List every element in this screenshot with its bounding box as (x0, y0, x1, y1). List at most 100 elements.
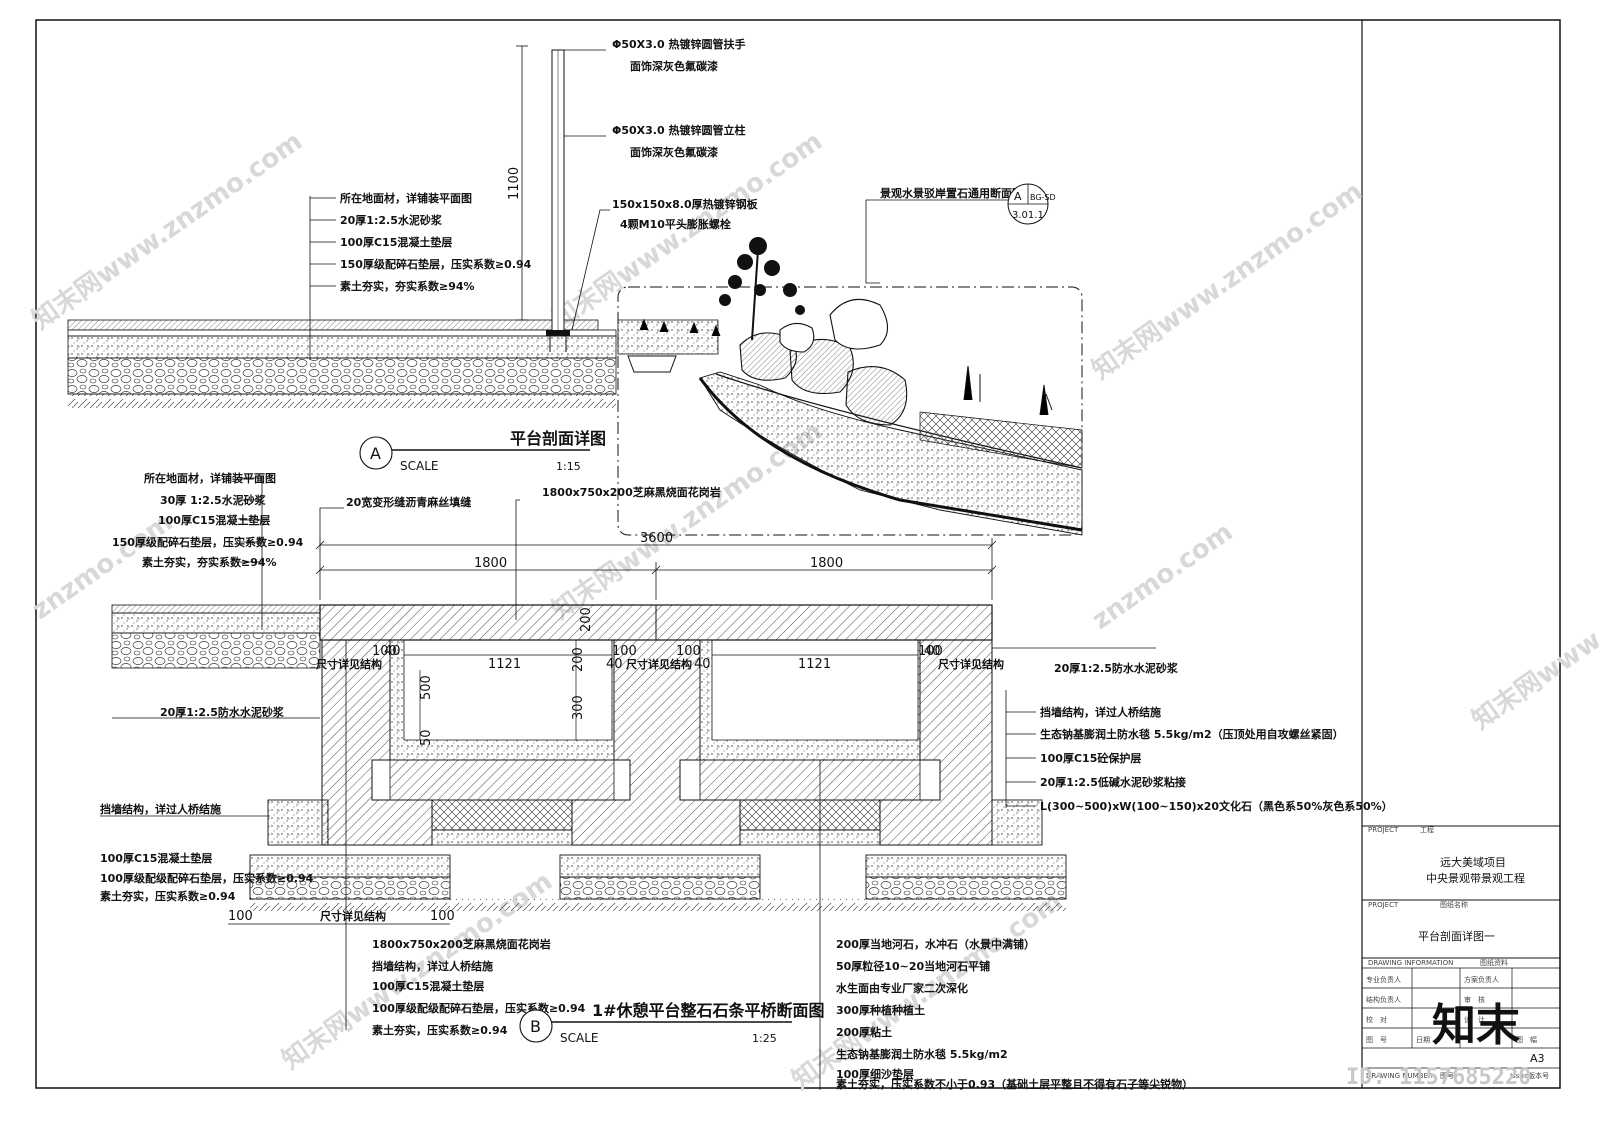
a-mortar (67, 329, 617, 337)
detail-a: 1100 Φ50X3.0 热镀锌圆管扶手 面饰深灰色氟碳漆 Φ50X3.0 热镀… (67, 37, 1083, 536)
dim-gap-a1: 40 (384, 644, 401, 659)
landscape-rocks (739, 298, 908, 426)
dim-slab: 200 (579, 607, 594, 632)
a-paving (67, 319, 599, 331)
tb-drawing-en: PROJECT (1368, 901, 1399, 909)
br-note-5: 200厚粘土 (836, 1025, 892, 1039)
size-ref-2: 尺寸详见结构 (626, 657, 692, 671)
detail-a-scale: 1:15 (556, 460, 581, 473)
size-ref-3: 尺寸详见结构 (938, 657, 1004, 671)
a-layer-3: 100厚C15混凝土垫层 (340, 235, 452, 249)
dim-depth-200: 200 (571, 647, 586, 672)
tb-project-name-2: 中央景观带景观工程 (1426, 872, 1525, 885)
size-ref-1: 尺寸详见结构 (316, 657, 382, 671)
a-layer-1: 所在地面材，详铺装平面图 (340, 191, 472, 205)
ref-circle-code: BG-SD (1030, 193, 1056, 202)
corner-logo: 知末 (1432, 1000, 1520, 1051)
mortar-left: 20厚1:2.5防水水泥砂浆 (160, 705, 285, 719)
br-note-4: 300厚种植种植土 (836, 1003, 925, 1017)
dim-gap-b3: 100 (676, 644, 701, 659)
b-left-layer-5: 素土夯实，夯实系数≥94% (142, 555, 277, 569)
grass-icon (639, 318, 1053, 416)
dim-gap-b1: 100 (372, 644, 397, 659)
a-layer-5: 素土夯实，夯实系数≥94% (340, 279, 475, 293)
dim-gap-b2: 100 (612, 644, 637, 659)
dim-depth-500: 500 (419, 675, 434, 700)
dim-foot-right: 100 (430, 909, 455, 924)
a-soil (68, 394, 616, 408)
dim-depth-50: 50 (419, 729, 434, 746)
br-note-3: 水生面由专业厂家二次深化 (836, 981, 968, 995)
plate-note-2: 4颗M10平头膨胀螺栓 (620, 217, 731, 231)
bl-note-3: 100厚C15混凝土垫层 (372, 979, 484, 993)
tb-row-4a: 图 号 (1366, 1036, 1387, 1044)
tb-footer-cn: 图号 (1440, 1072, 1454, 1080)
plate-note-1: 150x150x8.0厚热镀锌钢板 (612, 197, 759, 211)
tb-row-1a: 专业负责人 (1366, 975, 1401, 984)
base-layer-3: 素土夯实，压实系数≥0.94 (100, 889, 236, 903)
b-dimensions-top (315, 538, 997, 600)
base-layer-1: 100厚C15混凝土垫层 (100, 851, 212, 865)
detail-b-circle (519, 1009, 553, 1043)
dim-foot-left: 100 (228, 909, 253, 924)
r-note-5: L(300~500)xW(100~150)x20文化石（黑色系50%灰色系50%… (1040, 799, 1393, 813)
retaining-left: 挡墙结构，详过人桥结施 (100, 802, 221, 816)
dim-depth-300: 300 (571, 695, 586, 720)
br-note-8: 素土夯实，压实系数不小于0.93（基础土层平整且不得有石子等尖锐物） (836, 1077, 1193, 1091)
tb-row-3c: 设 计 (1464, 1015, 1485, 1024)
tb-sheet-size: A3 (1530, 1052, 1545, 1065)
detail-a-scale-label: SCALE (400, 459, 438, 473)
r-note-2: 生态钠基膨润土防水毯 5.5kg/m2（压顶处用自攻螺丝紧固） (1040, 727, 1344, 741)
tb-issue: Issue版本号 (1510, 1071, 1549, 1080)
edge-channel (627, 355, 677, 373)
shrub-icon (719, 237, 805, 341)
tb-row-2a: 结构负责人 (1366, 995, 1401, 1004)
handrail-note-1: Φ50X3.0 热镀锌圆管扶手 (612, 37, 745, 51)
tb-row-4d: 图 幅 (1516, 1035, 1537, 1044)
base-layer-2: 100厚级配级配碎石垫层，压实系数≥0.94 (100, 871, 314, 885)
tb-row-3a: 校 对 (1366, 1015, 1387, 1024)
b-bottom-left-callouts: 1800x750x200芝麻黑烧面花岗岩 挡墙结构，详过人桥结施 100厚C15… (372, 937, 586, 1037)
post-note-1: Φ50X3.0 热镀锌圆管立柱 (612, 123, 745, 137)
dim-gap-a4: 40 (924, 644, 941, 659)
tb-project-en: PROJECT (1368, 826, 1399, 834)
joint-note: 20宽变形缝沥青麻丝填缝 (346, 495, 471, 509)
post-note-2: 面饰深灰色氟碳漆 (630, 145, 718, 159)
b-left-layer-4: 150厚级配碎石垫层，压实系数≥0.94 (112, 535, 304, 549)
tb-row-4c: 日期 (1416, 1036, 1430, 1044)
mortar-right: 20厚1:2.5防水水泥砂浆 (1054, 661, 1179, 675)
title-block: PROJECT 工程 远大美域项目 中央景观带景观工程 PROJECT 图纸名称… (1346, 825, 1560, 1090)
br-note-6: 生态钠基膨润土防水毯 5.5kg/m2 (836, 1047, 1008, 1061)
b-left-layer-2: 30厚 1:2.5水泥砂浆 (160, 493, 267, 507)
b-left-layer-callouts: 所在地面材，详铺装平面图 30厚 1:2.5水泥砂浆 100厚C15混凝土垫层 … (112, 471, 304, 569)
b-left-layer-1: 所在地面材，详铺装平面图 (144, 471, 276, 485)
tb-info-en: DRAWING INFORMATION (1368, 959, 1453, 967)
tb-info-cn: 图纸资料 (1480, 958, 1508, 967)
detail-b-scale-label: SCALE (560, 1031, 598, 1045)
bl-note-5: 素土夯实，压实系数≥0.94 (372, 1023, 508, 1037)
r-note-4: 20厚1:2.5低碱水泥砂浆粘接 (1040, 775, 1186, 789)
br-note-7: 100厚细沙垫层 (836, 1067, 914, 1081)
dim-inner-left: 1121 (488, 657, 521, 672)
a-layer-callouts: 所在地面材，详铺装平面图 20厚1:2.5水泥砂浆 100厚C15混凝土垫层 1… (310, 191, 532, 293)
r-note-1: 挡墙结构，详过人桥结施 (1040, 705, 1161, 719)
detail-a-circle (359, 436, 393, 470)
b-base-layers: 100厚C15混凝土垫层 100厚级配级配碎石垫层，压实系数≥0.94 素土夯实… (100, 851, 314, 903)
slab-note: 1800x750x200芝麻黑烧面花岗岩 (542, 485, 721, 499)
tb-row-2c: 审 核 (1464, 995, 1485, 1004)
dim-inner-right: 1121 (798, 657, 831, 672)
dim-half-left: 1800 (474, 556, 507, 571)
id-label: ID: 1157685220 (1346, 1065, 1531, 1090)
a-concrete (67, 335, 617, 359)
detail-a-title: 平台剖面详图 (510, 429, 606, 448)
a-layer-4: 150厚级配碎石垫层，压实系数≥0.94 (340, 257, 532, 271)
dim-half-right: 1800 (810, 556, 843, 571)
tb-row-1c: 方案负责人 (1464, 975, 1499, 984)
b-right-callouts: 挡墙结构，详过人桥结施 生态钠基膨润土防水毯 5.5kg/m2（压顶处用自攻螺丝… (1006, 705, 1393, 813)
watermark-3: 知末网www.znzmo.com (1087, 176, 1368, 385)
tb-project-name-1: 远大美域项目 (1440, 855, 1506, 869)
b-left-layer-3: 100厚C15混凝土垫层 (158, 513, 270, 527)
tb-drawing-cn: 图纸名称 (1440, 900, 1468, 909)
br-note-2: 50厚粒径10~20当地河石平铺 (836, 959, 990, 973)
